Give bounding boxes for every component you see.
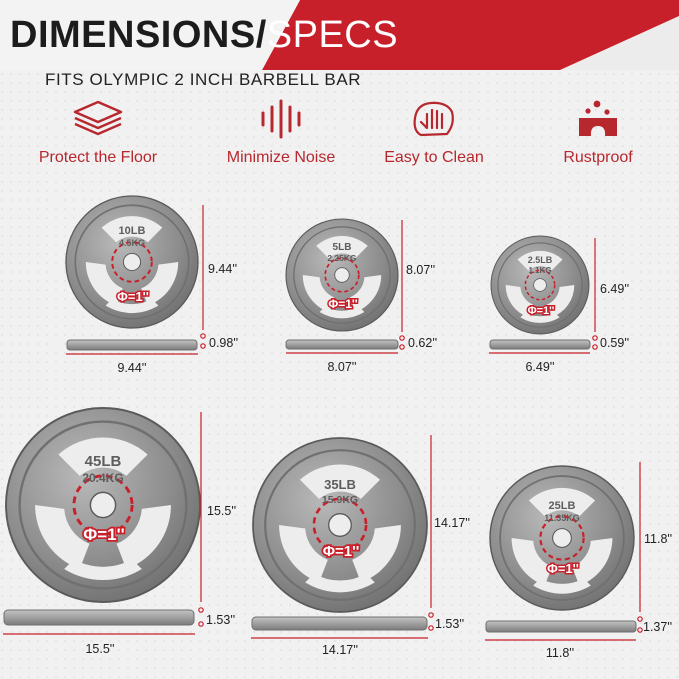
diameter-label: 11.8'' <box>644 532 672 546</box>
diameter-label: 6.49'' <box>600 282 629 296</box>
hole-diameter-label: Φ=1'' <box>328 297 357 311</box>
feature-label: Rustproof <box>563 149 633 166</box>
sound-wave-icon <box>261 99 301 139</box>
header-banner <box>0 0 679 70</box>
feature-easy-clean: Easy to Clean <box>354 98 514 167</box>
page-title-light: SPECS <box>266 14 399 56</box>
hole-diameter-label: Φ=1'' <box>83 525 124 544</box>
thickness-label: 0.62'' <box>408 336 437 350</box>
plate-weight-kg: 2.25KG <box>327 253 357 263</box>
hole-diameter-label: Φ=1'' <box>528 305 555 317</box>
plate-side-view <box>66 339 198 351</box>
page-title-bold: DIMENSIONS/ <box>10 14 267 56</box>
plate-weight-kg: 4.5KG <box>119 238 145 248</box>
plate-side-view <box>3 609 195 626</box>
feature-label: Minimize Noise <box>226 149 336 166</box>
rust-droplets-icon <box>579 100 617 136</box>
thickness-label: 0.59'' <box>600 336 629 350</box>
hole-diameter-label: Φ=1'' <box>117 289 149 304</box>
width-label: 6.49'' <box>525 360 554 374</box>
thickness-label: 1.53'' <box>435 617 464 631</box>
feature-rustproof: Rustproof <box>518 98 678 167</box>
thickness-label: 1.53'' <box>206 613 235 627</box>
plate-side-view <box>485 620 637 633</box>
plate-45lb: 45LB 20.4KG Φ=1'' 15.5'' 15.5'' 1.53'' <box>3 406 236 656</box>
plate-side-view <box>285 339 399 350</box>
plate-10lb: 10LB 4.5KG Φ=1'' 9.44'' 9.44'' 0.98'' <box>65 195 238 375</box>
plate-side-view <box>251 616 428 631</box>
hand-wipe-icon <box>413 101 454 137</box>
diameter-label: 9.44'' <box>208 262 237 276</box>
feature-protect-floor: Protect the Floor <box>18 98 178 167</box>
diameter-label: 14.17'' <box>434 516 470 530</box>
plate-weight-lb: 10LB <box>119 225 146 237</box>
plate-weight-kg: 11.35KG <box>544 513 580 523</box>
plate-weight-kg: 15.9KG <box>322 494 358 506</box>
plate-weight-lb: 5LB <box>333 242 352 253</box>
plate-weight-lb: 25LB <box>549 500 576 512</box>
feature-label: Easy to Clean <box>384 149 484 166</box>
diameter-label: 15.5'' <box>207 504 236 518</box>
width-label: 8.07'' <box>327 360 356 374</box>
feature-minimize-noise: Minimize Noise <box>201 98 361 167</box>
plate-35lb: 35LB 15.9KG Φ=1'' 14.17'' 14.17'' 1.53'' <box>251 435 470 657</box>
plate-weight-lb: 35LB <box>324 477 356 492</box>
plate-weight-kg: 20.4KG <box>82 471 123 485</box>
width-label: 15.5'' <box>85 642 114 656</box>
feature-label: Protect the Floor <box>38 149 158 166</box>
width-label: 14.17'' <box>322 643 358 657</box>
page-title: DIMENSIONS/SPECS <box>10 13 398 57</box>
plate-2-5lb: 2.5LB 1.1KG Φ=1'' 6.49'' 6.49'' 0.59'' <box>489 235 629 374</box>
hole-diameter-label: Φ=1'' <box>547 561 579 576</box>
plate-weight-kg: 1.1KG <box>528 266 551 275</box>
plate-weight-lb: 45LB <box>85 453 122 470</box>
page-subtitle: FITS OLYMPIC 2 INCH BARBELL BAR <box>45 70 362 89</box>
layers-icon <box>73 100 123 136</box>
plate-weight-lb: 2.5LB <box>528 255 553 265</box>
thickness-label: 1.37'' <box>643 620 672 634</box>
hole-diameter-label: Φ=1'' <box>323 543 360 560</box>
width-label: 9.44'' <box>117 361 146 375</box>
width-label: 11.8'' <box>546 646 574 660</box>
plate-side-view <box>489 339 591 350</box>
plate-25lb: 25LB 11.35KG Φ=1'' 11.8'' 11.8'' 1.37'' <box>485 462 672 660</box>
plate-5lb: 5LB 2.25KG Φ=1'' 8.07'' 8.07'' 0.62'' <box>285 218 437 374</box>
thickness-label: 0.98'' <box>209 336 238 350</box>
diameter-label: 8.07'' <box>406 263 435 277</box>
